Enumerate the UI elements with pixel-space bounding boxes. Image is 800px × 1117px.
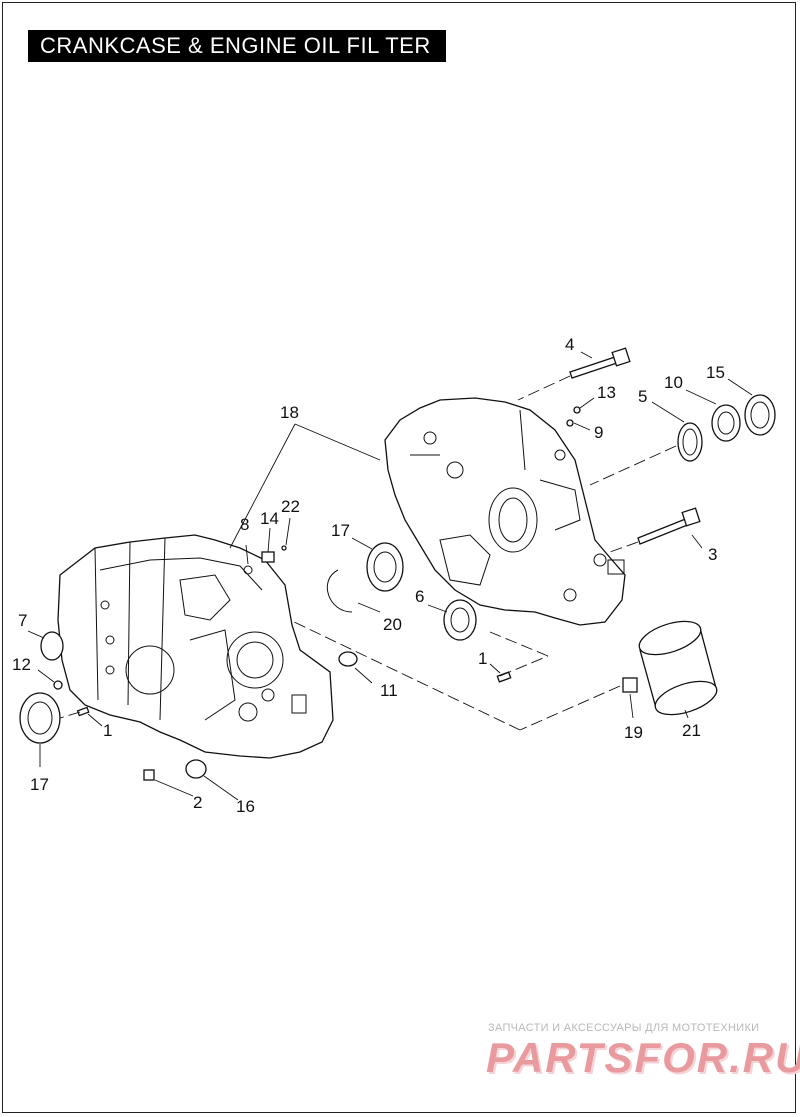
callout-1-right: 1 — [478, 649, 487, 668]
oil-filter — [638, 620, 718, 716]
callout-5: 5 — [638, 387, 647, 406]
bolt-top — [569, 347, 631, 379]
oil-seal — [677, 422, 703, 462]
left-crankcase-half — [57, 534, 334, 759]
callout-2: 2 — [193, 793, 202, 812]
bearing-15 — [744, 394, 776, 436]
watermark-subtitle: ЗАПЧАСТИ И АКСЕССУАРЫ ДЛЯ МОТОТЕХНИКИ — [488, 1022, 760, 1034]
o-ring-8 — [243, 565, 253, 575]
callout-4: 4 — [565, 335, 574, 354]
callout-14: 14 — [260, 509, 279, 528]
callout-6: 6 — [415, 587, 424, 606]
callout-labels: 4 3 5 10 15 13 9 18 8 14 22 17 20 6 1 11… — [12, 335, 725, 816]
callout-9: 9 — [594, 423, 603, 442]
dowel-9 — [566, 419, 574, 427]
tube-11 — [338, 651, 358, 667]
right-crankcase-half — [384, 397, 626, 626]
callout-17-center: 17 — [331, 521, 350, 540]
alignment-lines — [59, 375, 677, 731]
callout-18: 18 — [280, 403, 299, 422]
callout-12: 12 — [12, 655, 31, 674]
bearing-7 — [40, 631, 64, 661]
dowel-13 — [573, 406, 581, 414]
pin-22 — [281, 545, 287, 551]
oil-filter-adapter — [622, 677, 638, 693]
callout-19: 19 — [624, 723, 643, 742]
screw-1-left — [76, 706, 90, 717]
callout-20: 20 — [383, 615, 402, 634]
page-title: CRANKCASE & ENGINE OIL FIL TER — [28, 30, 446, 62]
callout-15: 15 — [706, 363, 725, 382]
callout-10: 10 — [664, 373, 683, 392]
callout-21: 21 — [682, 721, 701, 740]
callout-17-left: 17 — [30, 775, 49, 794]
plug-12 — [53, 680, 63, 690]
plug-2 — [143, 769, 155, 781]
retaining-ring — [326, 569, 353, 613]
bearing-center — [366, 542, 404, 592]
fitting-14 — [261, 551, 275, 563]
callout-22: 22 — [281, 497, 300, 516]
bearing-10 — [711, 404, 741, 442]
bearing-left — [19, 692, 61, 744]
callout-3: 3 — [708, 545, 717, 564]
watermark-logo: PARTSFOR.RU — [486, 1034, 800, 1081]
callout-7: 7 — [18, 611, 27, 630]
seal-16 — [185, 759, 207, 779]
callout-8: 8 — [240, 515, 249, 534]
callout-16: 16 — [236, 797, 255, 816]
callout-1-left: 1 — [103, 721, 112, 740]
callout-11: 11 — [380, 681, 398, 700]
leader-lines — [27, 351, 753, 801]
callout-13: 13 — [597, 383, 616, 402]
seal-6 — [443, 599, 477, 641]
bolt-bottom — [637, 507, 701, 545]
screw-1-right — [496, 671, 512, 683]
